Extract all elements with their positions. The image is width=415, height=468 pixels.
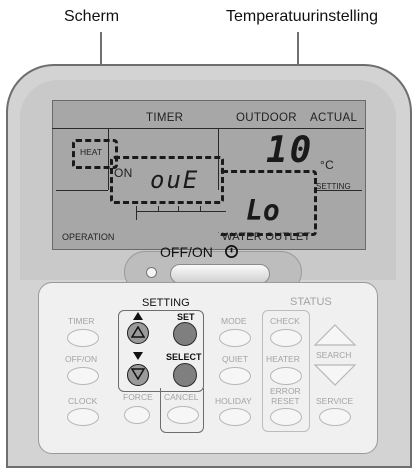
timer-label: TIMER <box>68 316 95 326</box>
lcd-bar-graph-tick-4 <box>200 206 201 212</box>
set-label: SET <box>177 312 195 322</box>
check-label: CHECK <box>270 316 300 326</box>
service-button[interactable] <box>319 408 351 426</box>
power-led-indicator <box>146 267 157 278</box>
mode-label: MODE <box>221 316 247 326</box>
up-marker-icon <box>133 312 143 320</box>
force-button[interactable] <box>124 406 150 424</box>
holiday-label: HOLIDAY <box>215 396 252 406</box>
status-header: STATUS <box>290 296 332 308</box>
cancel-group-outline <box>160 388 204 433</box>
select-label: SELECT <box>166 352 202 362</box>
heater-button[interactable] <box>270 367 302 385</box>
clock-label: CLOCK <box>68 396 98 406</box>
cancel-label: CANCEL <box>164 392 199 402</box>
error-reset-button[interactable] <box>270 408 302 426</box>
temperature-setting-callout: Temperatuurinstelling <box>226 8 379 25</box>
up-arrow-icon <box>131 326 145 338</box>
power-label: OFF/ON <box>160 244 213 260</box>
quiet-button[interactable] <box>219 367 251 385</box>
lcd-out-digits: ouE <box>150 166 200 194</box>
lcd-bar-graph-base <box>136 211 226 212</box>
holiday-button[interactable] <box>219 408 251 426</box>
heat-indicator-outline <box>72 139 118 169</box>
screen-callout: Scherm <box>64 8 120 25</box>
lcd-temperature-digits: 10 <box>266 130 314 171</box>
lcd-lo-digits: Lo <box>246 194 280 227</box>
status-group-outline <box>262 310 310 432</box>
power-icon <box>225 245 238 258</box>
clock-button[interactable] <box>67 408 99 426</box>
lcd-vertical-divider-right <box>218 128 219 190</box>
setting-display-outline <box>218 170 317 236</box>
select-button[interactable] <box>173 363 197 387</box>
set-button[interactable] <box>173 322 197 346</box>
lcd-celsius-unit: °C <box>320 158 335 172</box>
lcd-on-label: ON <box>114 166 133 180</box>
power-label-text: OFF/ON <box>160 244 213 260</box>
lcd-horizontal-divider-right <box>314 190 362 191</box>
lcd-timer-label: TIMER <box>146 112 184 124</box>
lcd-vertical-divider-left <box>108 128 109 190</box>
check-button[interactable] <box>270 329 302 347</box>
lcd-heat-label: HEAT <box>80 147 103 157</box>
timer-button[interactable] <box>67 329 99 347</box>
search-down-button[interactable] <box>312 362 358 388</box>
lcd-actual-label: ACTUAL <box>310 112 358 124</box>
error-reset-label: ERROR RESET <box>270 386 301 406</box>
lcd-water-outlet-label: WATER OUTLET <box>222 231 311 243</box>
cancel-button[interactable] <box>167 406 199 424</box>
power-button[interactable] <box>170 264 270 284</box>
lcd-horizontal-divider-left <box>56 190 108 191</box>
down-arrow-icon <box>131 368 145 380</box>
lcd-bar-graph-tick-3 <box>178 206 179 212</box>
lcd-bar-graph-tick-2 <box>158 206 159 212</box>
up-button[interactable] <box>127 322 149 344</box>
down-marker-icon <box>133 352 143 360</box>
out-display-outline <box>110 156 224 204</box>
force-label: FORCE <box>123 392 153 402</box>
mode-button[interactable] <box>219 329 251 347</box>
lcd-setting-label: SETTING <box>316 182 351 191</box>
error-reset-label-line2: RESET <box>271 396 300 406</box>
lcd-outdoor-label: OUTDOOR <box>236 112 297 124</box>
error-reset-label-line1: ERROR <box>270 386 301 396</box>
lcd-screen <box>52 100 366 250</box>
lcd-bar-graph-tick-1 <box>136 206 137 220</box>
offon-label: OFF/ON <box>65 354 98 364</box>
search-up-button[interactable] <box>312 322 358 348</box>
offon-button[interactable] <box>67 367 99 385</box>
heater-label: HEATER <box>266 354 300 364</box>
lcd-operation-label: OPERATION <box>62 232 115 242</box>
setting-header: SETTING <box>142 297 190 309</box>
quiet-label: QUIET <box>222 354 248 364</box>
lcd-top-divider <box>52 128 364 129</box>
service-label: SERVICE <box>316 396 354 406</box>
search-label: SEARCH <box>316 350 352 360</box>
